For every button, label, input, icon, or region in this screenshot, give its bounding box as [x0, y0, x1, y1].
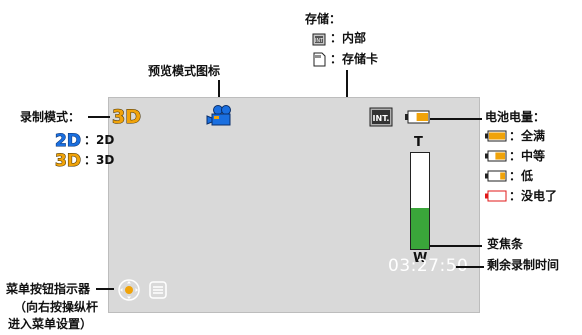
remaining-time-value: 03:27:50	[388, 256, 469, 276]
internal-memory-icon: INT	[312, 33, 326, 46]
menu-icon[interactable]	[149, 281, 167, 299]
battery-level-icon	[485, 130, 507, 142]
menu-hint-line2: 进入菜单设置）	[8, 317, 93, 331]
record-mode-title: 录制模式：	[20, 110, 81, 124]
battery-level-icon	[485, 150, 507, 162]
zoom-level-fill	[411, 207, 429, 249]
storage-internal-label: ：内部	[330, 31, 367, 45]
svg-text:INT: INT	[315, 38, 324, 44]
screen-internal-memory-icon: INT.	[369, 107, 393, 127]
camera-screen: 3D INT.	[108, 97, 480, 313]
battery-level-label: ：没电了	[509, 189, 558, 203]
menu-indicator-label: 菜单按钮指示器	[6, 282, 91, 296]
battery-level-fill	[489, 132, 505, 140]
svg-text:INT.: INT.	[373, 114, 390, 123]
mode-3d-label: ：3D	[84, 153, 115, 167]
battery-level-icon	[485, 170, 507, 182]
battery-level-fill	[500, 172, 505, 180]
menu-hint-line1: （向右按操纵杆	[14, 300, 99, 314]
zoom-label: 变焦条	[487, 237, 524, 251]
current-mode-badge: 3D	[112, 106, 142, 129]
mode-2d-label: ：2D	[84, 133, 115, 147]
preview-icon-label: 预览模式图标	[148, 64, 221, 78]
zoom-tele-label: T	[414, 135, 423, 150]
battery-icon	[405, 110, 430, 124]
video-camera-icon	[206, 105, 231, 126]
sd-card-icon	[313, 52, 326, 67]
joystick-icon[interactable]	[117, 278, 141, 302]
zoom-wide-label: W	[413, 251, 428, 266]
remaining-time-label: 剩余录制时间	[487, 258, 560, 272]
mode-3d-badge: 3D	[55, 151, 82, 172]
battery-level-label: ：低	[509, 169, 534, 183]
battery-level-label: ：中等	[509, 149, 546, 163]
storage-title: 存储：	[305, 12, 342, 26]
battery-level-label: ：全满	[509, 129, 546, 143]
zoom-bar	[410, 152, 430, 250]
battery-level-icon	[485, 190, 507, 202]
battery-level-fill	[495, 152, 505, 160]
storage-card-label: ：存储卡	[330, 52, 379, 66]
battery-title: 电池电量：	[485, 110, 546, 124]
mode-2d-badge: 2D	[55, 131, 82, 152]
